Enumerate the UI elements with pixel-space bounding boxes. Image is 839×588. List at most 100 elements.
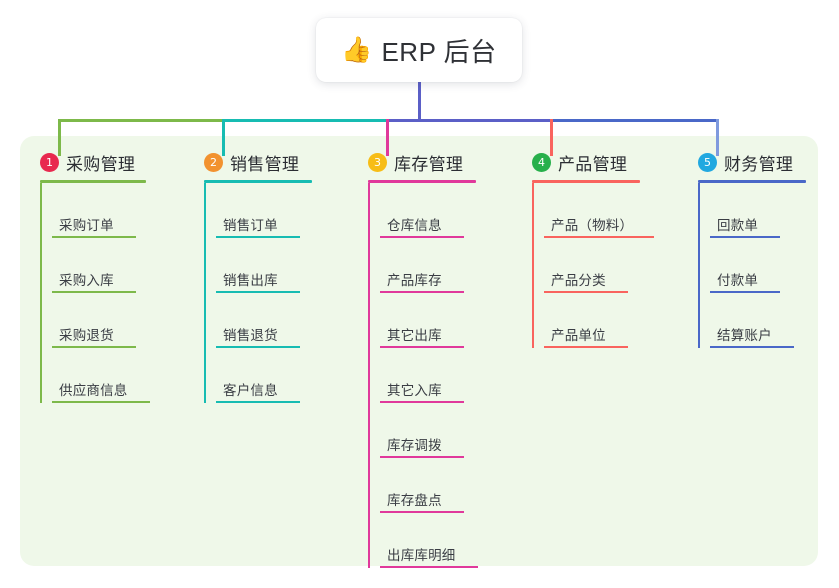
leaf-item[interactable]: 产品分类 (544, 238, 640, 293)
leaf-stem-2 (204, 183, 206, 403)
leaf-item-label: 付款单 (717, 273, 759, 288)
leaf-item-rule (52, 346, 136, 348)
leaf-stem-1 (40, 183, 42, 403)
leaf-item-label: 出库库明细 (387, 548, 456, 563)
leaf-item-label: 结算账户 (717, 328, 772, 343)
leaf-item-rule (52, 291, 136, 293)
leaf-item-rule (710, 346, 794, 348)
root-node-card[interactable]: 👍 ERP 后台 (316, 18, 522, 82)
leaf-item-rule (544, 346, 628, 348)
leaf-item-rule (216, 346, 300, 348)
column-4: 4 产品管理产品（物料） 产品分类产品单位 (532, 136, 654, 348)
leaf-item-rule (52, 401, 150, 403)
leaf-item-rule (52, 236, 136, 238)
column-1: 1 采购管理采购订单采购入库采购退货供应商信息 (40, 136, 150, 403)
connector-drop-2 (222, 119, 225, 156)
leaf-item[interactable]: 销售退货 (216, 293, 312, 348)
connector-bus-segment-4 (550, 119, 719, 122)
leaf-item[interactable]: 销售订单 (216, 183, 312, 238)
column-rule-3 (368, 180, 476, 183)
leaf-item[interactable]: 其它入库 (380, 348, 476, 403)
column-title-5: 财务管理 (724, 154, 794, 174)
leaf-list-2: 销售订单销售出库销售退货客户信息 (204, 183, 312, 403)
leaf-item[interactable]: 结算账户 (710, 293, 806, 348)
leaf-list-5: 回款单付款单结算账户 (698, 183, 806, 348)
leaf-item-label: 库存调拨 (387, 438, 442, 453)
leaf-item-rule (544, 236, 654, 238)
leaf-item-label: 产品分类 (551, 273, 606, 288)
leaf-stem-4 (532, 183, 534, 348)
leaf-list-1: 采购订单采购入库采购退货供应商信息 (40, 183, 150, 403)
leaf-item[interactable]: 客户信息 (216, 348, 312, 403)
leaf-item[interactable]: 产品（物料） (544, 183, 654, 238)
leaf-item[interactable]: 仓库信息 (380, 183, 476, 238)
leaf-item-label: 客户信息 (223, 383, 278, 398)
leaf-item[interactable]: 回款单 (710, 183, 806, 238)
leaf-item-label: 产品（物料） (551, 218, 634, 233)
thumbs-up-icon: 👍 (341, 35, 373, 64)
column-badge-1: 1 (40, 152, 59, 172)
leaf-item-rule (710, 291, 780, 293)
leaf-stem-5 (698, 183, 700, 348)
leaf-list-3: 仓库信息产品库存其它出库其它入库库存调拨库存盘点出库库明细 (368, 183, 478, 568)
leaf-item-rule (380, 401, 464, 403)
leaf-item[interactable]: 库存盘点 (380, 458, 476, 513)
leaf-item[interactable]: 销售出库 (216, 238, 312, 293)
leaf-item-label: 其它出库 (387, 328, 442, 343)
leaf-item-label: 回款单 (717, 218, 759, 233)
column-badge-2: 2 (204, 152, 223, 172)
leaf-item[interactable]: 付款单 (710, 238, 806, 293)
leaf-item-label: 销售订单 (223, 218, 278, 233)
leaf-item-rule (380, 511, 464, 513)
column-3: 3 库存管理仓库信息产品库存其它出库其它入库库存调拨库存盘点出库库明细 (368, 136, 478, 568)
leaf-item-rule (380, 566, 478, 568)
leaf-item-rule (216, 291, 300, 293)
leaf-item[interactable]: 库存调拨 (380, 403, 476, 458)
leaf-item-label: 库存盘点 (387, 493, 442, 508)
leaf-item[interactable]: 采购订单 (52, 183, 146, 238)
column-rule-5 (698, 180, 806, 183)
leaf-item[interactable]: 出库库明细 (380, 513, 478, 568)
column-rule-2 (204, 180, 312, 183)
leaf-item-rule (380, 346, 464, 348)
leaf-item-label: 销售退货 (223, 328, 278, 343)
connector-bus-segment-3 (386, 119, 553, 122)
leaf-item[interactable]: 采购退货 (52, 293, 146, 348)
column-2: 2 销售管理销售订单销售出库销售退货客户信息 (204, 136, 312, 403)
leaf-item[interactable]: 产品库存 (380, 238, 476, 293)
column-title-2: 销售管理 (230, 154, 300, 174)
leaf-item-rule (380, 456, 464, 458)
leaf-item-rule (216, 236, 300, 238)
leaf-item-label: 采购订单 (59, 218, 114, 233)
leaf-list-4: 产品（物料） 产品分类产品单位 (532, 183, 654, 348)
column-title-3: 库存管理 (394, 154, 464, 174)
leaf-item-rule (380, 236, 464, 238)
leaf-stem-3 (368, 183, 370, 568)
leaf-item-rule (380, 291, 464, 293)
connector-drop-3 (386, 119, 389, 156)
column-badge-3: 3 (368, 152, 387, 172)
leaf-item-label: 采购退货 (59, 328, 114, 343)
leaf-item-label: 产品单位 (551, 328, 606, 343)
column-title-4: 产品管理 (558, 154, 628, 174)
leaf-item-rule (710, 236, 780, 238)
connector-trunk (418, 82, 421, 122)
diagram-panel (20, 136, 818, 566)
leaf-item-label: 供应商信息 (59, 383, 128, 398)
leaf-item[interactable]: 供应商信息 (52, 348, 150, 403)
leaf-item-rule (544, 291, 628, 293)
column-title-1: 采购管理 (66, 154, 136, 174)
column-header-1[interactable]: 1 采购管理 (40, 136, 146, 180)
leaf-item-label: 其它入库 (387, 383, 442, 398)
column-header-2[interactable]: 2 销售管理 (204, 136, 312, 180)
connector-drop-4 (550, 119, 553, 156)
column-header-3[interactable]: 3 库存管理 (368, 136, 476, 180)
leaf-item[interactable]: 产品单位 (544, 293, 640, 348)
column-header-4[interactable]: 4 产品管理 (532, 136, 640, 180)
leaf-item[interactable]: 其它出库 (380, 293, 476, 348)
column-rule-1 (40, 180, 146, 183)
column-badge-4: 4 (532, 152, 551, 172)
leaf-item[interactable]: 采购入库 (52, 238, 146, 293)
